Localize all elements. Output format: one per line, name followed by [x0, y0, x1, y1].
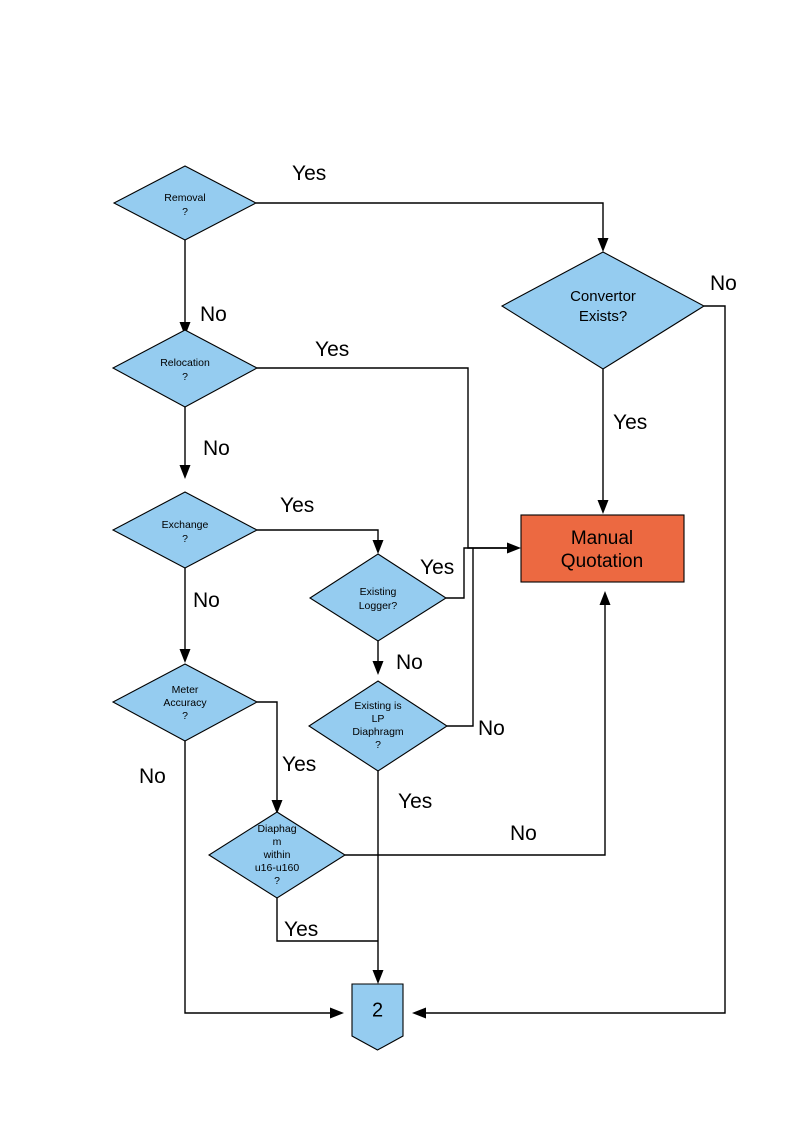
node-manual-quotation-line-1: Quotation: [561, 551, 643, 572]
node-connector-two-label: 2: [372, 999, 383, 1021]
node-manual-quotation[interactable]: Manual Quotation: [520, 514, 685, 583]
edge-label-meter-accuracy-yes: Yes: [282, 753, 316, 776]
edge-label-diaphragm-no: No: [510, 822, 537, 845]
edge-label-exchange-yes: Yes: [280, 494, 314, 517]
edge-lp-no: [447, 548, 474, 727]
edge-label-convertor-no: No: [710, 272, 737, 295]
node-existing-logger-line-1: Logger?: [359, 600, 398, 612]
edge-meter-accuracy-yes: [257, 701, 283, 814]
node-exchange[interactable]: Exchange ?: [111, 491, 259, 569]
node-removal[interactable]: Removal ?: [112, 165, 258, 241]
edge-label-relocation-no: No: [203, 437, 230, 460]
node-exchange-line-1: ?: [182, 533, 188, 545]
node-diaphragm-range-line-2: within: [263, 849, 291, 861]
node-meter-accuracy-line-1: Accuracy: [163, 697, 207, 709]
edge-convertor-yes: [597, 369, 609, 514]
node-connector-two[interactable]: 2: [351, 983, 404, 1051]
edge-convertor-no: [412, 305, 726, 1019]
node-meter-accuracy-line-2: ?: [182, 710, 188, 722]
edge-logger-no: [372, 641, 384, 675]
edge-label-lp-no: No: [478, 717, 505, 740]
node-diaphragm-range[interactable]: Diaphag m within u16-u160 ?: [207, 811, 347, 899]
edge-label-logger-yes: Yes: [420, 556, 454, 579]
node-existing-lp-line-1: LP: [372, 713, 385, 725]
edge-label-exchange-no: No: [193, 589, 220, 612]
node-existing-logger[interactable]: Existing Logger?: [308, 553, 448, 642]
node-convertor-exists[interactable]: Convertor Exists?: [500, 251, 706, 370]
edge-label-removal-no: No: [200, 303, 227, 326]
node-meter-accuracy-line-0: Meter: [172, 684, 199, 696]
edge-label-logger-no: No: [396, 651, 423, 674]
node-diaphragm-range-line-1: m: [273, 836, 282, 848]
edge-label-relocation-yes: Yes: [315, 338, 349, 361]
edge-exchange-yes: [257, 529, 384, 554]
edge-label-convertor-yes: Yes: [613, 411, 647, 434]
edge-diaphragm-no: [345, 591, 611, 856]
node-existing-lp-line-2: Diaphragm: [352, 726, 404, 738]
edge-relocation-no: [179, 407, 191, 479]
edge-label-lp-yes: Yes: [398, 790, 432, 813]
edge-exchange-no: [179, 568, 191, 663]
node-diaphragm-range-line-0: Diaphag: [257, 823, 296, 835]
node-existing-lp-diaphragm[interactable]: Existing is LP Diaphragm ?: [307, 680, 449, 772]
edge-label-removal-yes: Yes: [292, 162, 326, 185]
node-convertor-exists-line-1: Exists?: [579, 308, 627, 325]
edge-label-meter-accuracy-no: No: [139, 765, 166, 788]
node-existing-lp-line-3: ?: [375, 739, 381, 751]
edge-diaphragm-yes: [276, 898, 378, 942]
node-existing-logger-line-0: Existing: [360, 586, 397, 598]
edge-meter-accuracy-no: [184, 741, 344, 1019]
node-existing-lp-line-0: Existing is: [354, 700, 401, 712]
edge-lp-yes: [372, 771, 384, 984]
edge-removal-yes: [256, 202, 609, 252]
node-convertor-exists-line-0: Convertor: [570, 288, 636, 305]
node-relocation-line-1: ?: [182, 371, 188, 383]
node-exchange-line-0: Exchange: [162, 519, 209, 531]
node-manual-quotation-line-0: Manual: [571, 528, 633, 549]
node-removal-line-0: Removal: [164, 192, 205, 204]
node-relocation-line-0: Relocation: [160, 357, 210, 369]
edge-label-diaphragm-yes: Yes: [284, 918, 318, 941]
edge-relocation-yes: [257, 367, 521, 554]
node-diaphragm-range-line-3: u16-u160: [255, 862, 300, 874]
node-relocation[interactable]: Relocation ?: [111, 329, 259, 408]
edge-logger-yes: [446, 547, 512, 599]
node-meter-accuracy[interactable]: Meter Accuracy ?: [111, 663, 259, 742]
node-removal-line-1: ?: [182, 206, 188, 218]
node-diaphragm-range-line-4: ?: [274, 875, 280, 887]
edge-removal-no: [179, 240, 191, 336]
